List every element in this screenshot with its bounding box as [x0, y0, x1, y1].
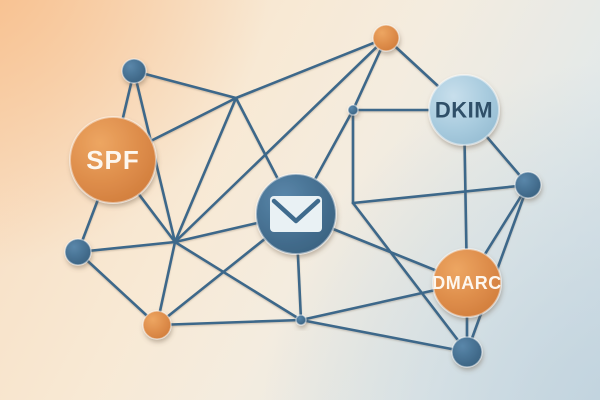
node-circle-dmarc: [432, 248, 502, 318]
node-dot-e: [347, 104, 359, 116]
edge-dot-j-dot-k: [155, 318, 303, 327]
node-circle-dot-m: [451, 336, 483, 368]
node-circle-dkim: [428, 74, 500, 146]
edge-dot-h-dot-j: [76, 250, 159, 327]
node-circle-spf: [69, 116, 157, 204]
edge-dot-h-jx-i: [76, 240, 177, 254]
node-dot-c: [372, 24, 400, 52]
edge-jx-o-dot-m: [351, 201, 469, 354]
node-circle-dot-k: [295, 314, 307, 326]
node-dot-a: [121, 58, 147, 84]
node-circle-dot-a: [121, 58, 147, 84]
node-circle-dot-j: [142, 310, 172, 340]
edge-dot-c-jx-i: [173, 36, 388, 244]
edge-jx-n-dot-c: [234, 36, 388, 100]
node-email: [255, 173, 337, 255]
node-spf: SPF: [69, 116, 157, 204]
node-label-dkim: DKIM: [435, 98, 493, 123]
node-dkim: DKIM: [428, 74, 500, 146]
node-label-dmarc: DMARC: [432, 273, 502, 293]
edge-jx-n-jx-i: [173, 96, 238, 244]
node-label-spf: SPF: [86, 145, 140, 175]
node-circle-dot-h: [64, 238, 92, 266]
node-dmarc: DMARC: [432, 248, 502, 318]
node-circle-dot-e: [347, 104, 359, 116]
node-layer: DMARC DKIM SPF: [64, 24, 542, 368]
edge-jx-o-dot-f: [351, 183, 530, 205]
node-dot-h: [64, 238, 92, 266]
edge-dot-a-jx-n: [132, 69, 238, 100]
node-dot-j: [142, 310, 172, 340]
node-dot-k: [295, 314, 307, 326]
edge-dot-k-dot-m: [299, 318, 469, 354]
node-circle-dot-c: [372, 24, 400, 52]
email-icon: [270, 196, 322, 232]
node-circle-dot-f: [514, 171, 542, 199]
node-dot-m: [451, 336, 483, 368]
edge-jx-i-dot-k: [173, 240, 303, 322]
node-dot-f: [514, 171, 542, 199]
